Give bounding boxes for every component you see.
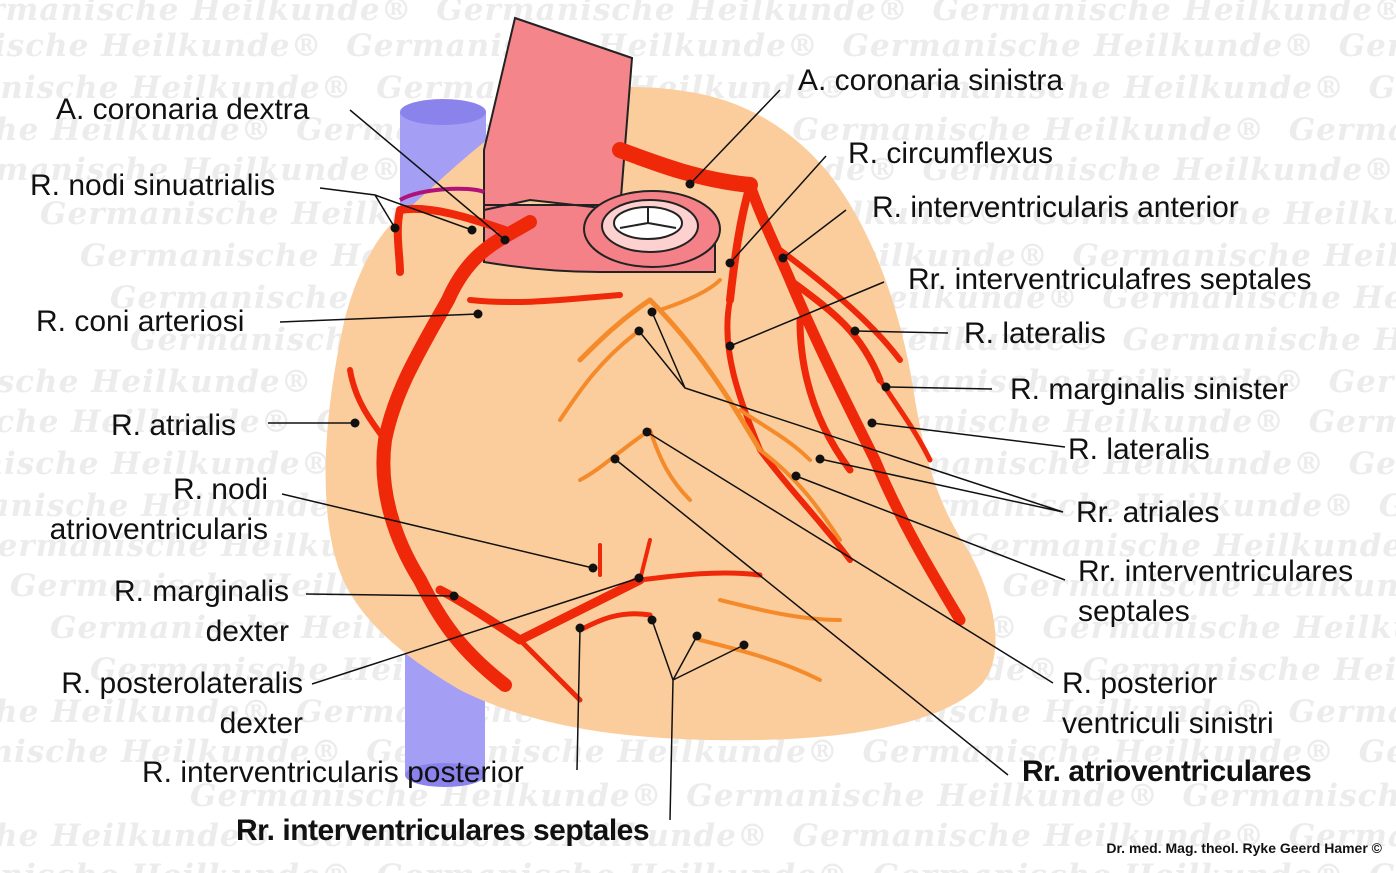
label-r-nodi-av: R. nodi atrioventricularis bbox=[50, 470, 268, 550]
label-r-lateralis-upper: R. lateralis bbox=[964, 317, 1106, 350]
label-rr-atrioventriculares: Rr. atrioventriculares bbox=[1022, 755, 1312, 788]
label-line: dexter bbox=[205, 615, 289, 649]
label-rr-iv-septales-top: Rr. interventriculafres septales bbox=[908, 263, 1312, 296]
label-line: R. marginalis bbox=[113, 575, 289, 608]
label-r-iv-posterior: R. interventricularis posterior bbox=[142, 756, 524, 789]
label-line: Rr. interventriculares bbox=[1078, 555, 1354, 588]
label-r-posterior-ventriculi-sinistri: R. posterior ventriculi sinistri bbox=[1062, 664, 1274, 744]
label-r-lateralis-lower: R. lateralis bbox=[1068, 433, 1210, 466]
marker-dots bbox=[350, 179, 891, 650]
label-line: R. posterolateralis bbox=[61, 667, 303, 700]
label-line: ventriculi sinistri bbox=[1062, 707, 1274, 741]
label-r-iv-anterior: R. interventricularis anterior bbox=[872, 191, 1239, 224]
label-line: atrioventricularis bbox=[49, 513, 268, 547]
label-line: dexter bbox=[219, 707, 303, 741]
label-r-nodi-sinuatrialis: R. nodi sinuatrialis bbox=[30, 169, 276, 202]
label-r-marginalis-dexter: R. marginalis dexter bbox=[114, 572, 289, 652]
label-a-coronaria-sinistra: A. coronaria sinistra bbox=[798, 64, 1064, 97]
right-coronary-artery bbox=[347, 204, 763, 703]
label-line: R. nodi bbox=[172, 473, 268, 506]
leader-lines bbox=[268, 89, 1066, 821]
label-r-circumflexus: R. circumflexus bbox=[848, 137, 1054, 170]
label-rr-atriales: Rr. atriales bbox=[1076, 496, 1220, 529]
label-rr-iv-septales-right: Rr. interventriculares septales bbox=[1078, 552, 1353, 632]
label-line: septales bbox=[1078, 595, 1190, 629]
label-rr-iv-septales-bottom: Rr. interventriculares septales bbox=[236, 814, 650, 847]
label-a-coronaria-dextra: A. coronaria dextra bbox=[56, 93, 310, 126]
author-credit: Dr. med. Mag. theol. Ryke Geerd Hamer © bbox=[1106, 840, 1382, 856]
label-r-marginalis-sinister: R. marginalis sinister bbox=[1010, 373, 1289, 406]
aorta bbox=[484, 18, 632, 210]
septal-branches bbox=[558, 278, 842, 682]
aortic-valve bbox=[583, 190, 721, 268]
label-r-coni-arteriosi: R. coni arteriosi bbox=[36, 305, 245, 338]
label-line: R. posterior bbox=[1062, 667, 1218, 700]
label-r-posterolateralis-dexter: R. posterolateralis dexter bbox=[61, 664, 303, 744]
label-r-atrialis: R. atrialis bbox=[111, 409, 237, 442]
